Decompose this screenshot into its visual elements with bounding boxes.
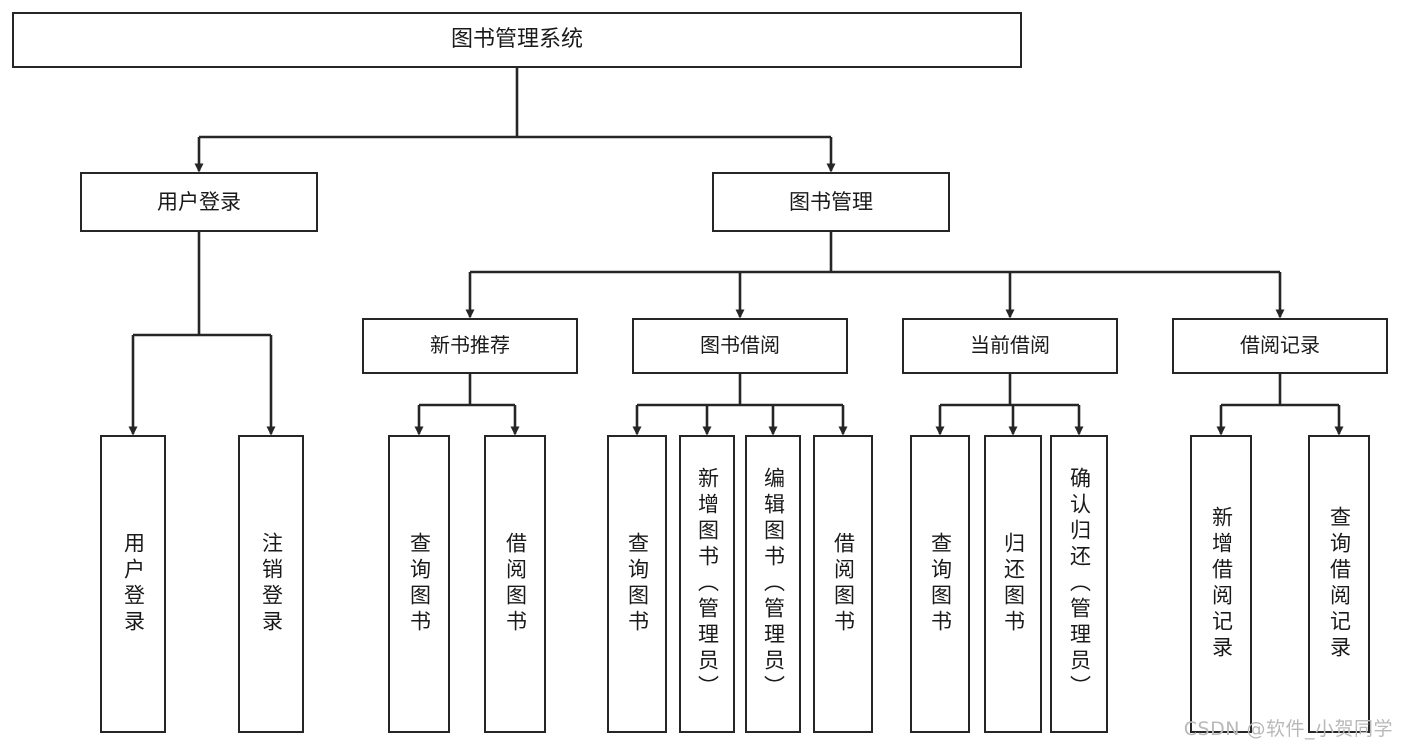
node-leaf-rec-borrow[interactable]: 借阅图书 (484, 435, 546, 733)
node-new-book-rec[interactable]: 新书推荐 (362, 318, 578, 374)
node-label: 新增图书（管理员） (695, 467, 720, 701)
node-label: 确认归还（管理员） (1067, 467, 1092, 701)
node-label: 编辑图书（管理员） (761, 467, 786, 701)
node-leaf-bb-edit[interactable]: 编辑图书（管理员） (745, 435, 801, 733)
node-leaf-br-query[interactable]: 查询借阅记录 (1308, 435, 1370, 733)
node-label: 借阅图书 (831, 532, 856, 636)
node-label: 查询借阅记录 (1327, 506, 1352, 662)
watermark-credit: CSDN @软件_小贺同学 (1183, 718, 1393, 740)
node-leaf-cb-confirm[interactable]: 确认归还（管理员） (1050, 435, 1108, 733)
node-label: 归还图书 (1001, 532, 1026, 636)
node-label: 当前借阅 (970, 333, 1050, 358)
node-label: 图书管理系统 (450, 27, 583, 53)
node-leaf-user-logout[interactable]: 注销登录 (238, 435, 304, 733)
node-label: 新增借阅记录 (1209, 506, 1234, 662)
node-book-borrow[interactable]: 图书借阅 (632, 318, 848, 374)
node-leaf-cb-query[interactable]: 查询图书 (910, 435, 970, 733)
node-borrow-record[interactable]: 借阅记录 (1172, 318, 1388, 374)
node-label: 图书管理 (789, 189, 873, 214)
node-leaf-bb-add[interactable]: 新增图书（管理员） (679, 435, 735, 733)
node-label: 用户登录 (121, 532, 146, 636)
node-leaf-bb-query[interactable]: 查询图书 (607, 435, 667, 733)
node-leaf-cb-return[interactable]: 归还图书 (984, 435, 1042, 733)
node-label: 用户登录 (157, 189, 241, 214)
node-current-borrow[interactable]: 当前借阅 (902, 318, 1118, 374)
node-root[interactable]: 图书管理系统 (12, 12, 1022, 68)
node-label: 借阅记录 (1240, 333, 1320, 358)
node-book-manage[interactable]: 图书管理 (712, 172, 950, 232)
node-label: 注销登录 (259, 532, 284, 636)
node-user-login[interactable]: 用户登录 (80, 172, 318, 232)
node-leaf-br-add[interactable]: 新增借阅记录 (1190, 435, 1252, 733)
node-label: 查询图书 (928, 532, 953, 636)
node-label: 查询图书 (407, 532, 432, 636)
node-label: 查询图书 (625, 532, 650, 636)
node-leaf-rec-query[interactable]: 查询图书 (388, 435, 450, 733)
node-leaf-bb-borrow[interactable]: 借阅图书 (813, 435, 873, 733)
node-label: 新书推荐 (430, 333, 510, 358)
node-leaf-user-login[interactable]: 用户登录 (100, 435, 166, 733)
node-label: 借阅图书 (503, 532, 528, 636)
node-label: 图书借阅 (700, 333, 780, 358)
